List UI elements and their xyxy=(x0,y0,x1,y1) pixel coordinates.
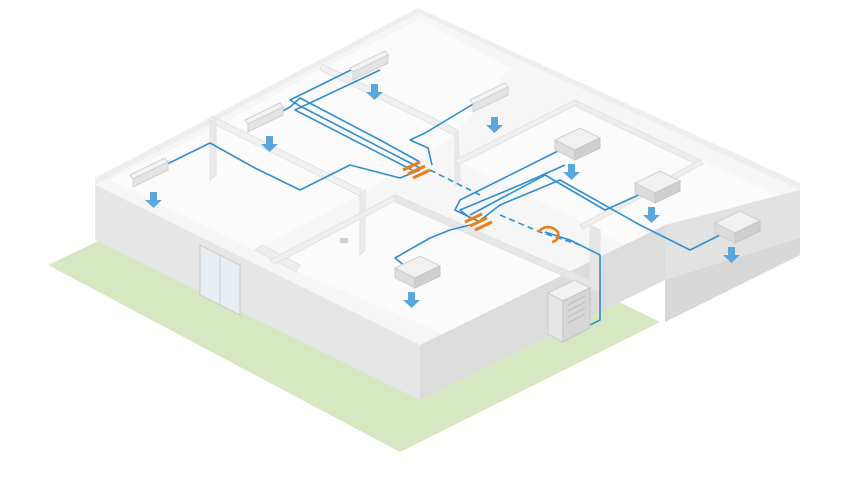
indoor-units-wall-mounted xyxy=(129,50,509,188)
wall-unit-3 xyxy=(349,50,389,81)
ceiling-unit-4 xyxy=(393,255,442,289)
refnet-joint xyxy=(537,225,560,244)
branch-headers xyxy=(402,160,560,244)
airflow-arrows xyxy=(145,84,740,308)
outdoor-unit xyxy=(546,279,592,343)
branch-header-upper xyxy=(402,160,431,180)
refrigerant-piping xyxy=(154,67,731,326)
ceiling-unit-1 xyxy=(553,127,602,161)
thermostat xyxy=(340,238,348,243)
indoor-units-ceiling xyxy=(393,127,762,289)
wall-unit-4 xyxy=(469,82,509,113)
ceiling-unit-2 xyxy=(633,170,682,204)
entrance-door xyxy=(199,244,241,316)
wall-unit-2 xyxy=(244,102,284,133)
ceiling-unit-3 xyxy=(713,210,762,244)
branch-header-lower xyxy=(464,212,493,232)
wall-unit-1 xyxy=(129,157,169,188)
